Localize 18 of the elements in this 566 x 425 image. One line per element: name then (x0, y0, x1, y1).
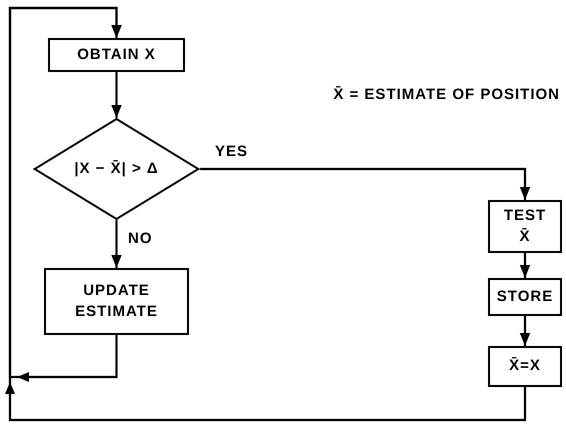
process-box (488, 346, 562, 387)
node-text: TEST X̄ (504, 206, 546, 246)
process-box (48, 38, 185, 72)
node-text: X̄=X (509, 356, 541, 376)
decision-diamond (33, 118, 200, 220)
arrow (111, 220, 122, 268)
node-text: UPDATE ESTIMATE (74, 281, 159, 322)
node-text: OBTAIN X (77, 44, 156, 65)
arrow (520, 316, 530, 346)
process-box (488, 200, 562, 253)
node-text: STORE (496, 286, 554, 307)
process-box (488, 278, 562, 316)
node-text: |X − X̄| > Δ (74, 158, 159, 179)
arrow (8, 6, 526, 422)
arrow (111, 72, 122, 118)
arrow (520, 253, 530, 278)
process-box (44, 268, 189, 335)
arrow (200, 168, 530, 200)
